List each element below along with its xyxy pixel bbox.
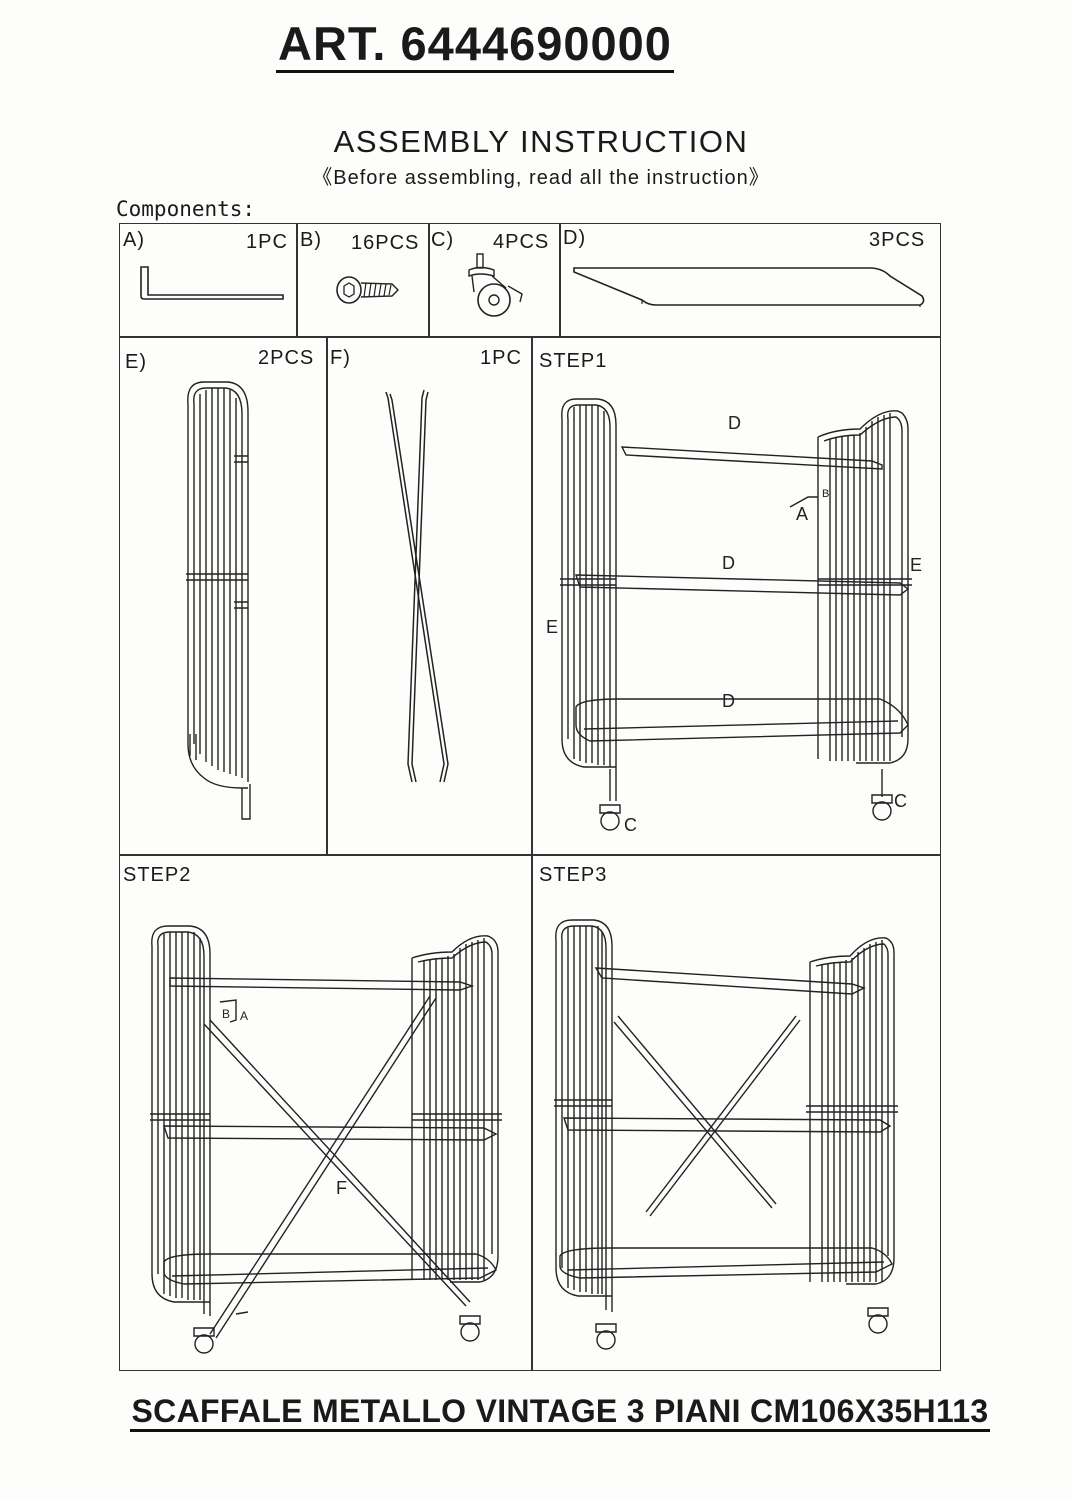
component-a-letter: A) [123, 229, 145, 251]
component-b-letter: B) [300, 229, 322, 251]
component-f-letter: F) [330, 347, 351, 369]
component-f-qty: 1PC [480, 347, 522, 369]
component-e-letter: E) [125, 351, 147, 373]
side-frame-icon [186, 381, 251, 820]
components-grid: A) 1PC B) 16PCS C) 4PCS D) 3PCS E) 2PCS … [119, 223, 941, 1371]
component-d-letter: D) [563, 227, 587, 249]
step1-callout-d2: D [722, 553, 735, 573]
caster-wheel-icon [468, 253, 523, 317]
step1-callout-b: B [822, 488, 829, 500]
step1-callout-e2: E [546, 617, 558, 637]
step1-drawing: D D D A B E E C C [546, 398, 922, 835]
allen-key-icon [140, 266, 284, 300]
step1-callout-e1: E [910, 555, 922, 575]
step1-callout-d1: D [728, 413, 741, 433]
grid-divider [296, 224, 298, 336]
grid-divider [120, 336, 940, 338]
component-b-qty: 16PCS [351, 232, 420, 254]
product-title: SCAFFALE METALLO VINTAGE 3 PIANI CM106X3… [0, 1393, 1072, 1432]
step1-callout-c1: C [624, 815, 637, 835]
step2-label: STEP2 [123, 864, 192, 886]
assembly-title: ASSEMBLY INSTRUCTION [333, 124, 749, 159]
grid-divider [428, 224, 430, 336]
assembly-subtitle: 《Before assembling, read all the instruc… [312, 167, 770, 189]
component-a-qty: 1PC [246, 231, 288, 253]
step1-callout-a: A [796, 504, 808, 524]
article-number: ART. 6444690000 [0, 16, 950, 73]
component-c-letter: C) [431, 229, 455, 251]
step1-callout-d3: D [722, 691, 735, 711]
grid-divider [120, 854, 940, 856]
step2-drawing: B A F [150, 925, 502, 1354]
screw-icon [336, 276, 399, 304]
step1-callout-c2: C [894, 791, 907, 811]
step2-callout-f: F [336, 1178, 347, 1198]
components-label: Components: [116, 197, 256, 221]
step3-drawing [554, 919, 898, 1350]
shelf-board-icon [573, 267, 925, 307]
step2-callout-b: B [222, 1007, 230, 1021]
step1-label: STEP1 [539, 350, 608, 372]
grid-divider [326, 336, 328, 854]
grid-divider [531, 336, 533, 1370]
component-c-qty: 4PCS [493, 231, 550, 253]
cross-brace-icon [385, 389, 449, 783]
step3-label: STEP3 [539, 864, 608, 886]
step2-callout-a: A [240, 1009, 248, 1023]
component-e-qty: 2PCS [258, 347, 315, 369]
component-d-qty: 3PCS [869, 229, 926, 251]
grid-divider [559, 224, 561, 336]
